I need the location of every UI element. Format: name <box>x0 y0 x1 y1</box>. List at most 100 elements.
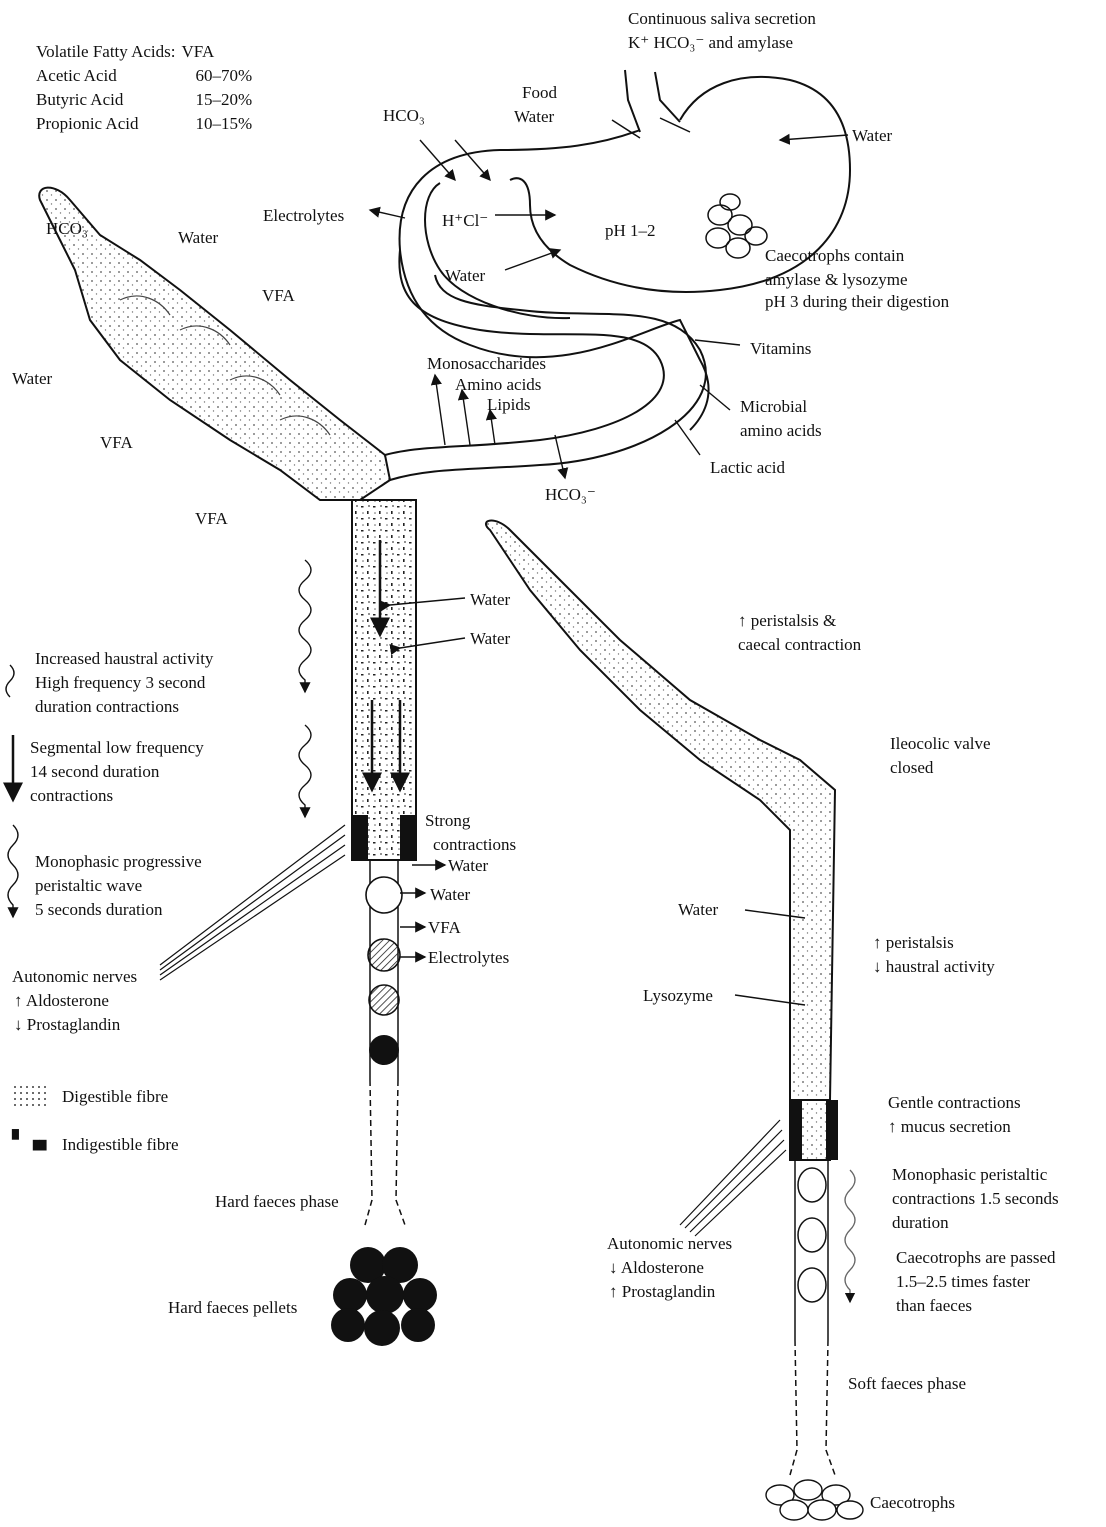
pass-3: than faeces <box>896 1295 972 1316</box>
segmental-line-3: contractions <box>30 785 113 806</box>
monosaccharides-label: Monosaccharides <box>427 353 546 374</box>
ileocolic-2: closed <box>890 757 933 778</box>
vfa-table: Volatile Fatty Acids: VFA Acetic Acid 60… <box>36 40 258 136</box>
right-mono-2: contractions 1.5 seconds <box>892 1188 1059 1209</box>
table-row: Acetic Acid 60–70% <box>36 64 258 88</box>
caeco-note-3: pH 3 during their digestion <box>765 291 949 312</box>
ph-label: pH 1–2 <box>605 220 656 241</box>
peristalsis-b-label: peristalsis <box>886 933 954 952</box>
colon-electrolytes: Electrolytes <box>428 947 509 968</box>
aldosterone-right-label: Aldosterone <box>621 1258 704 1277</box>
prostaglandin-right-label: Prostaglandin <box>622 1282 716 1301</box>
acid-name: Butyric Acid <box>36 88 181 112</box>
right-water: Water <box>678 899 718 920</box>
monophasic-line-3: 5 seconds duration <box>35 899 162 920</box>
right-mono-1: Monophasic peristaltic <box>892 1164 1047 1185</box>
colon-water-4: Water <box>430 884 470 905</box>
segmental-line-1: Segmental low frequency <box>30 737 204 758</box>
autonomic-left-1: Autonomic nerves <box>12 966 137 987</box>
amino-acids-label: Amino acids <box>455 374 541 395</box>
acid-value: 60–70% <box>181 64 258 88</box>
acid-value: 15–20% <box>181 88 258 112</box>
colon-water-2: Water <box>470 628 510 649</box>
colon-soft-phase <box>486 521 863 1520</box>
electrolytes-label: Electrolytes <box>263 205 344 226</box>
haustral-line-2: High frequency 3 second <box>35 672 205 693</box>
colon-hard-phase <box>331 500 437 1346</box>
colon-vfa: VFA <box>428 917 461 938</box>
vfa-header-value: VFA <box>181 40 258 64</box>
gentle-2: ↑ mucus secretion <box>888 1116 1011 1137</box>
table-row: Butyric Acid 15–20% <box>36 88 258 112</box>
caecotrophs-label: Caecotrophs <box>870 1492 955 1513</box>
pass-2: 1.5–2.5 times faster <box>896 1271 1030 1292</box>
strong-contractions-2: contractions <box>433 834 516 855</box>
right-peri-2: caecal contraction <box>738 634 861 655</box>
vfa-table-header: Volatile Fatty Acids: VFA <box>36 40 258 64</box>
mucus-label: mucus secretion <box>901 1117 1011 1136</box>
colon-water-3: Water <box>448 855 488 876</box>
saliva-label-2: K⁺ HCO₃⁻ and amylase <box>628 32 793 53</box>
table-row: Propionic Acid 10–15% <box>36 112 258 136</box>
water-in-label: Water <box>514 106 554 127</box>
caecum-vfa-2: VFA <box>100 432 133 453</box>
hco3-stomach-label: HCO₃ <box>383 105 425 126</box>
monophasic-line-1: Monophasic progressive <box>35 851 202 872</box>
indigestible-fibre-swatch: ▘▗▖ <box>12 1130 54 1151</box>
digestible-fibre-label: Digestible fibre <box>62 1086 168 1107</box>
vfa-header-label: Volatile Fatty Acids: <box>36 40 181 64</box>
right-peri-1: ↑ peristalsis & <box>738 610 836 631</box>
caecum-water-left: Water <box>12 368 52 389</box>
autonomic-left-2: ↑ Aldosterone <box>14 990 109 1011</box>
haustral-line-3: duration contractions <box>35 696 179 717</box>
autonomic-left-3: ↓ Prostaglandin <box>14 1014 120 1035</box>
caecum-vfa-1: VFA <box>262 285 295 306</box>
microbial-label-2: amino acids <box>740 420 822 441</box>
saliva-label-1: Continuous saliva secretion <box>628 8 816 29</box>
lysozyme-label: Lysozyme <box>643 985 713 1006</box>
peristalsis-label: peristalsis & <box>751 611 836 630</box>
caeco-note-1: Caecotrophs contain <box>765 245 904 266</box>
segmental-line-2: 14 second duration <box>30 761 159 782</box>
lipids-label: Lipids <box>487 394 530 415</box>
hcl-label: H⁺Cl⁻ <box>442 210 488 231</box>
hard-faeces-pellets <box>331 1247 437 1346</box>
caecum-vfa-3: VFA <box>195 508 228 529</box>
hco3-intestine-label: HCO₃⁻ <box>545 484 596 505</box>
vitamins-label: Vitamins <box>750 338 811 359</box>
haustral-line-1: Increased haustral activity <box>35 648 213 669</box>
acid-name: Propionic Acid <box>36 112 181 136</box>
colon-water-1: Water <box>470 589 510 610</box>
water-right-label: Water <box>852 125 892 146</box>
lactic-acid-label: Lactic acid <box>710 457 785 478</box>
pass-1: Caecotrophs are passed <box>896 1247 1056 1268</box>
microbial-label-1: Microbial <box>740 396 807 417</box>
hco3-caecum-label: HCO₃ <box>46 218 88 239</box>
soft-phase-label: Soft faeces phase <box>848 1373 966 1394</box>
autonomic-right-2: ↓ Aldosterone <box>609 1257 704 1278</box>
acid-name: Acetic Acid <box>36 64 181 88</box>
autonomic-right-1: Autonomic nerves <box>607 1233 732 1254</box>
right-peri-b1: ↑ peristalsis <box>873 932 954 953</box>
acid-value: 10–15% <box>181 112 258 136</box>
hard-pellets-label: Hard faeces pellets <box>168 1297 297 1318</box>
caecotrophs-pile <box>766 1480 863 1520</box>
food-label: Food <box>522 82 557 103</box>
haustral-b-label: haustral activity <box>886 957 995 976</box>
gentle-1: Gentle contractions <box>888 1092 1021 1113</box>
hard-phase-label: Hard faeces phase <box>215 1191 339 1212</box>
autonomic-nerves-left <box>160 825 345 980</box>
ileocolic-1: Ileocolic valve <box>890 733 991 754</box>
aldosterone-left-label: Aldosterone <box>26 991 109 1010</box>
monophasic-line-2: peristaltic wave <box>35 875 142 896</box>
caeco-note-2: amylase & lysozyme <box>765 269 908 290</box>
digestible-fibre-swatch <box>12 1084 48 1110</box>
right-peri-b2: ↓ haustral activity <box>873 956 995 977</box>
water-inner-label: Water <box>445 265 485 286</box>
caecum-water-top: Water <box>178 227 218 248</box>
strong-contractions-1: Strong <box>425 810 470 831</box>
indigestible-fibre-label: Indigestible fibre <box>62 1134 179 1155</box>
right-mono-3: duration <box>892 1212 949 1233</box>
autonomic-right-3: ↑ Prostaglandin <box>609 1281 715 1302</box>
prostaglandin-left-label: Prostaglandin <box>27 1015 121 1034</box>
